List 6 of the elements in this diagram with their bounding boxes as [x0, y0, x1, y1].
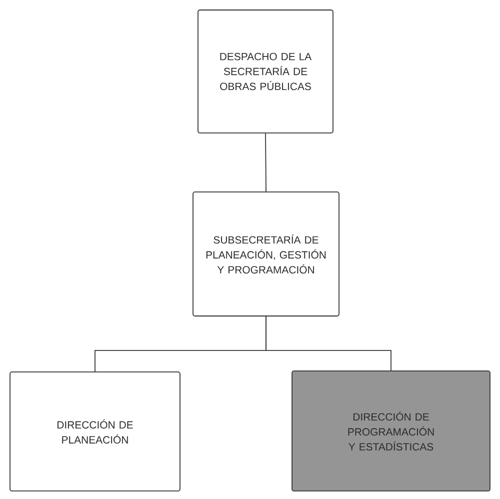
org-box: DIRECCIÓN DE PLANEACIÓN	[10, 372, 180, 492]
org-box: DESPACHO DE LA SECRETARÍA DE OBRAS PÚBLICAS	[198, 10, 334, 134]
connector-line	[265, 133, 266, 192]
org-box: SUBSECRETARÍA DE PLANEACIÓN, GESTIÓN Y PROGRAMACIÓN	[192, 192, 340, 316]
org-box: DIRECCIÓN DE PROGRAMACIÓN Y ESTADÍSTICAS	[292, 370, 490, 492]
connector-line	[266, 316, 392, 371]
